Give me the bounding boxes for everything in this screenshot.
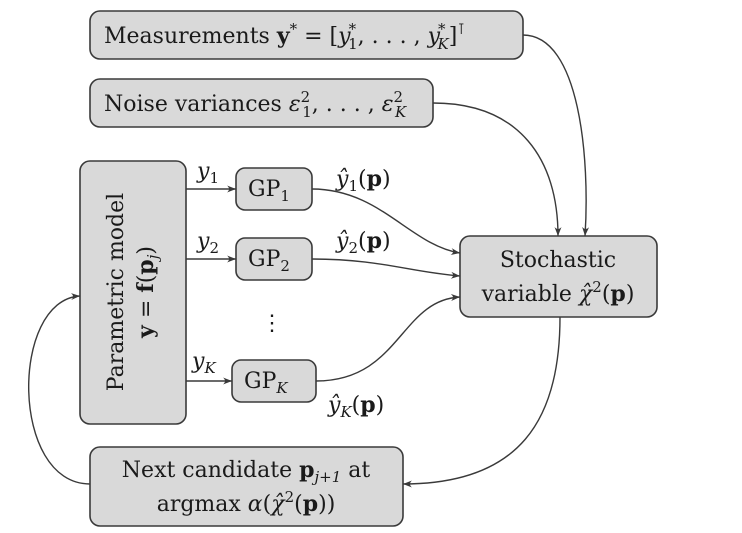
edge-gp1-to-stochastic: [311, 188, 461, 256]
edge-label-yhatK: ŷK(p): [327, 392, 384, 421]
gp2-label: GP2: [248, 247, 290, 275]
gp1-label: GP1: [248, 177, 290, 205]
edge-label-yhat1: ŷ1(p): [335, 166, 391, 195]
edge-noise-to-stochastic: [432, 102, 562, 237]
edge-measurements-to-stochastic: [522, 34, 590, 237]
next-line2: argmax α(χ̂2(p)): [157, 488, 336, 517]
node-gpK: GPK: [231, 359, 317, 403]
next-line1: Next candidate pj+1 at: [122, 457, 371, 486]
edge-gpK-to-stochastic: [315, 293, 461, 382]
model-line1: Parametric model: [104, 193, 129, 391]
edge-label-y2: y2: [196, 229, 219, 257]
edge-gp2-to-stochastic: [311, 258, 461, 279]
node-next-candidate: Next candidate pj+1 at argmax α(χ̂2(p)): [89, 446, 404, 527]
node-parametric-model: Parametric model y = f(pj): [79, 160, 187, 425]
edge-label-y1: y1: [196, 159, 219, 187]
edge-label-yK: yK: [191, 349, 216, 377]
node-stochastic-variable: Stochastic variable χ̂2(p): [459, 235, 658, 318]
edge-stochastic-to-next: [402, 316, 561, 488]
vdots: ⋮: [261, 311, 283, 336]
node-gp2: GP2: [235, 237, 313, 281]
node-gp1: GP1: [235, 167, 313, 211]
node-measurements: Measurements y* = [y*1, . . . , y*K]⊺: [89, 10, 524, 60]
edge-next-to-model: [28, 293, 91, 485]
stochastic-line1: Stochastic: [500, 248, 616, 273]
gpK-label: GPK: [244, 369, 288, 397]
model-line2: y = f(pj): [133, 246, 162, 339]
measurements-label: Measurements y* = [y*1, . . . , y*K]⊺: [104, 20, 465, 53]
stochastic-line2: variable χ̂2(p): [481, 278, 635, 307]
edge-label-yhat2: ŷ2(p): [335, 228, 391, 257]
